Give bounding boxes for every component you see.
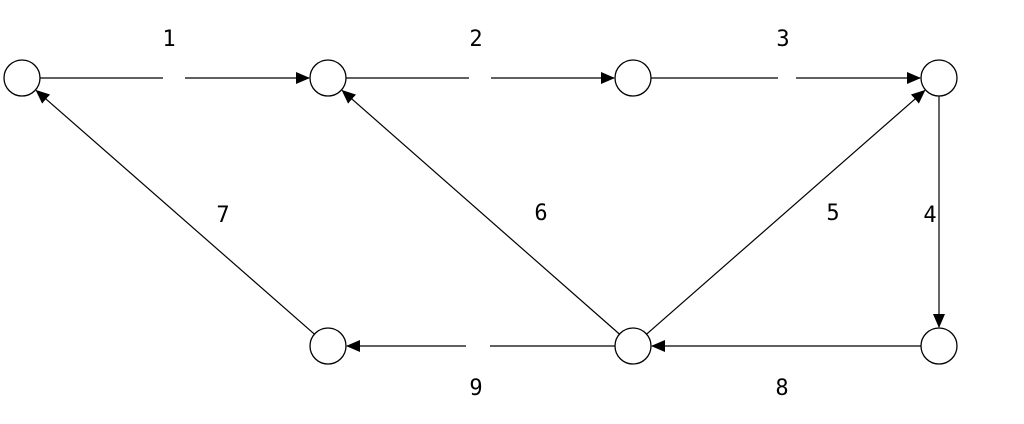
edge-gap-1: [163, 56, 185, 142]
edge-gap-2: [469, 56, 491, 142]
edge-label-5: 5: [826, 201, 839, 226]
edge-label-8: 8: [775, 376, 788, 401]
edge-gap-3: [778, 62, 796, 94]
node-n2: [309, 59, 347, 97]
edge-label-4: 4: [923, 203, 936, 228]
edge-label-2: 2: [469, 27, 482, 52]
edge-label-6: 6: [534, 201, 547, 226]
edge-label-1: 1: [162, 27, 175, 52]
node-n6: [614, 327, 652, 365]
edge-label-9: 9: [469, 376, 482, 401]
edge-label-7: 7: [216, 203, 229, 228]
edge-gap-4: [945, 196, 977, 232]
node-n7: [309, 327, 347, 365]
edge-arrow-5: [646, 89, 926, 335]
edge-arrow-7: [35, 89, 315, 335]
edge-gap-5: [466, 300, 490, 352]
node-n5: [920, 327, 958, 365]
node-n3: [614, 59, 652, 97]
node-n1: [3, 59, 41, 97]
node-n4: [920, 59, 958, 97]
edge-label-3: 3: [776, 27, 789, 52]
edge-arrow-6: [341, 89, 620, 335]
